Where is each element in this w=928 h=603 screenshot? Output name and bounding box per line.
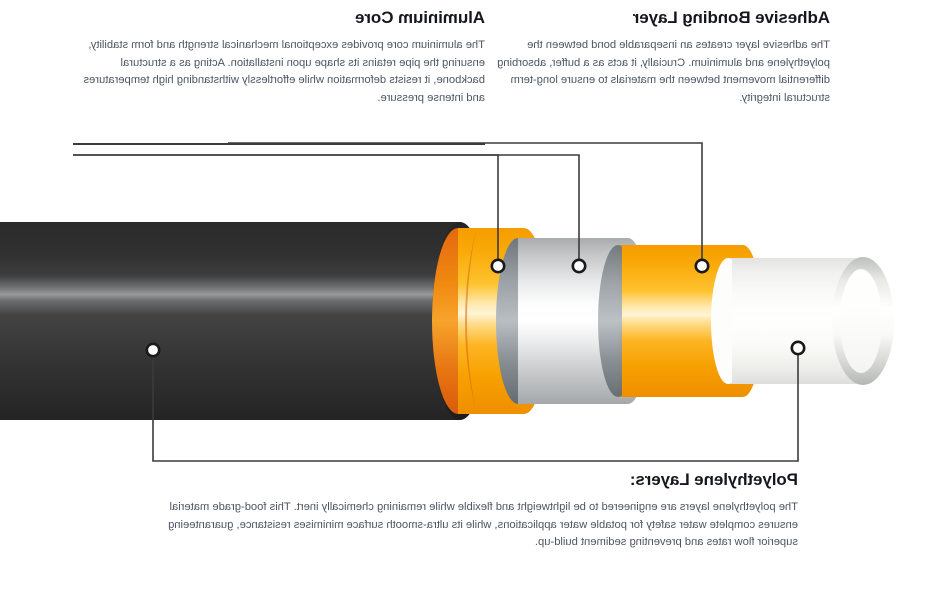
- layer-inner-polyethylene: [711, 257, 894, 385]
- marker-aluminium-core: [571, 258, 587, 274]
- callout-adhesive-body: The adhesive layer creates an inseparabl…: [497, 39, 830, 104]
- leader-polyethylene: [152, 348, 799, 462]
- callout-aluminium: Aluminium Core The aluminium core provid…: [73, 8, 485, 107]
- leader-adhesive-left: [228, 142, 703, 266]
- callout-adhesive: Adhesive Bonding Layer The adhesive laye…: [488, 8, 830, 107]
- marker-inner-polyethylene: [790, 340, 806, 356]
- leader-aluminium: [73, 154, 580, 266]
- callout-adhesive-heading: Adhesive Bonding Layer: [632, 8, 830, 27]
- callout-polyethylene: Polyethylene Layers: The polyethylene la…: [140, 470, 798, 552]
- leader-outer-adhesive: [73, 154, 499, 266]
- callout-polyethylene-body: The polyethylene layers are engineered t…: [168, 501, 798, 549]
- callout-polyethylene-heading: Polyethylene Layers:: [629, 470, 798, 489]
- marker-outer-polyethylene: [145, 342, 161, 358]
- marker-outer-adhesive: [490, 258, 506, 274]
- callout-aluminium-heading: Aluminium Core: [355, 8, 485, 27]
- callout-aluminium-body: The aluminium core provides exceptional …: [83, 39, 485, 104]
- marker-inner-adhesive: [694, 258, 710, 274]
- divider-aluminium: [73, 143, 485, 145]
